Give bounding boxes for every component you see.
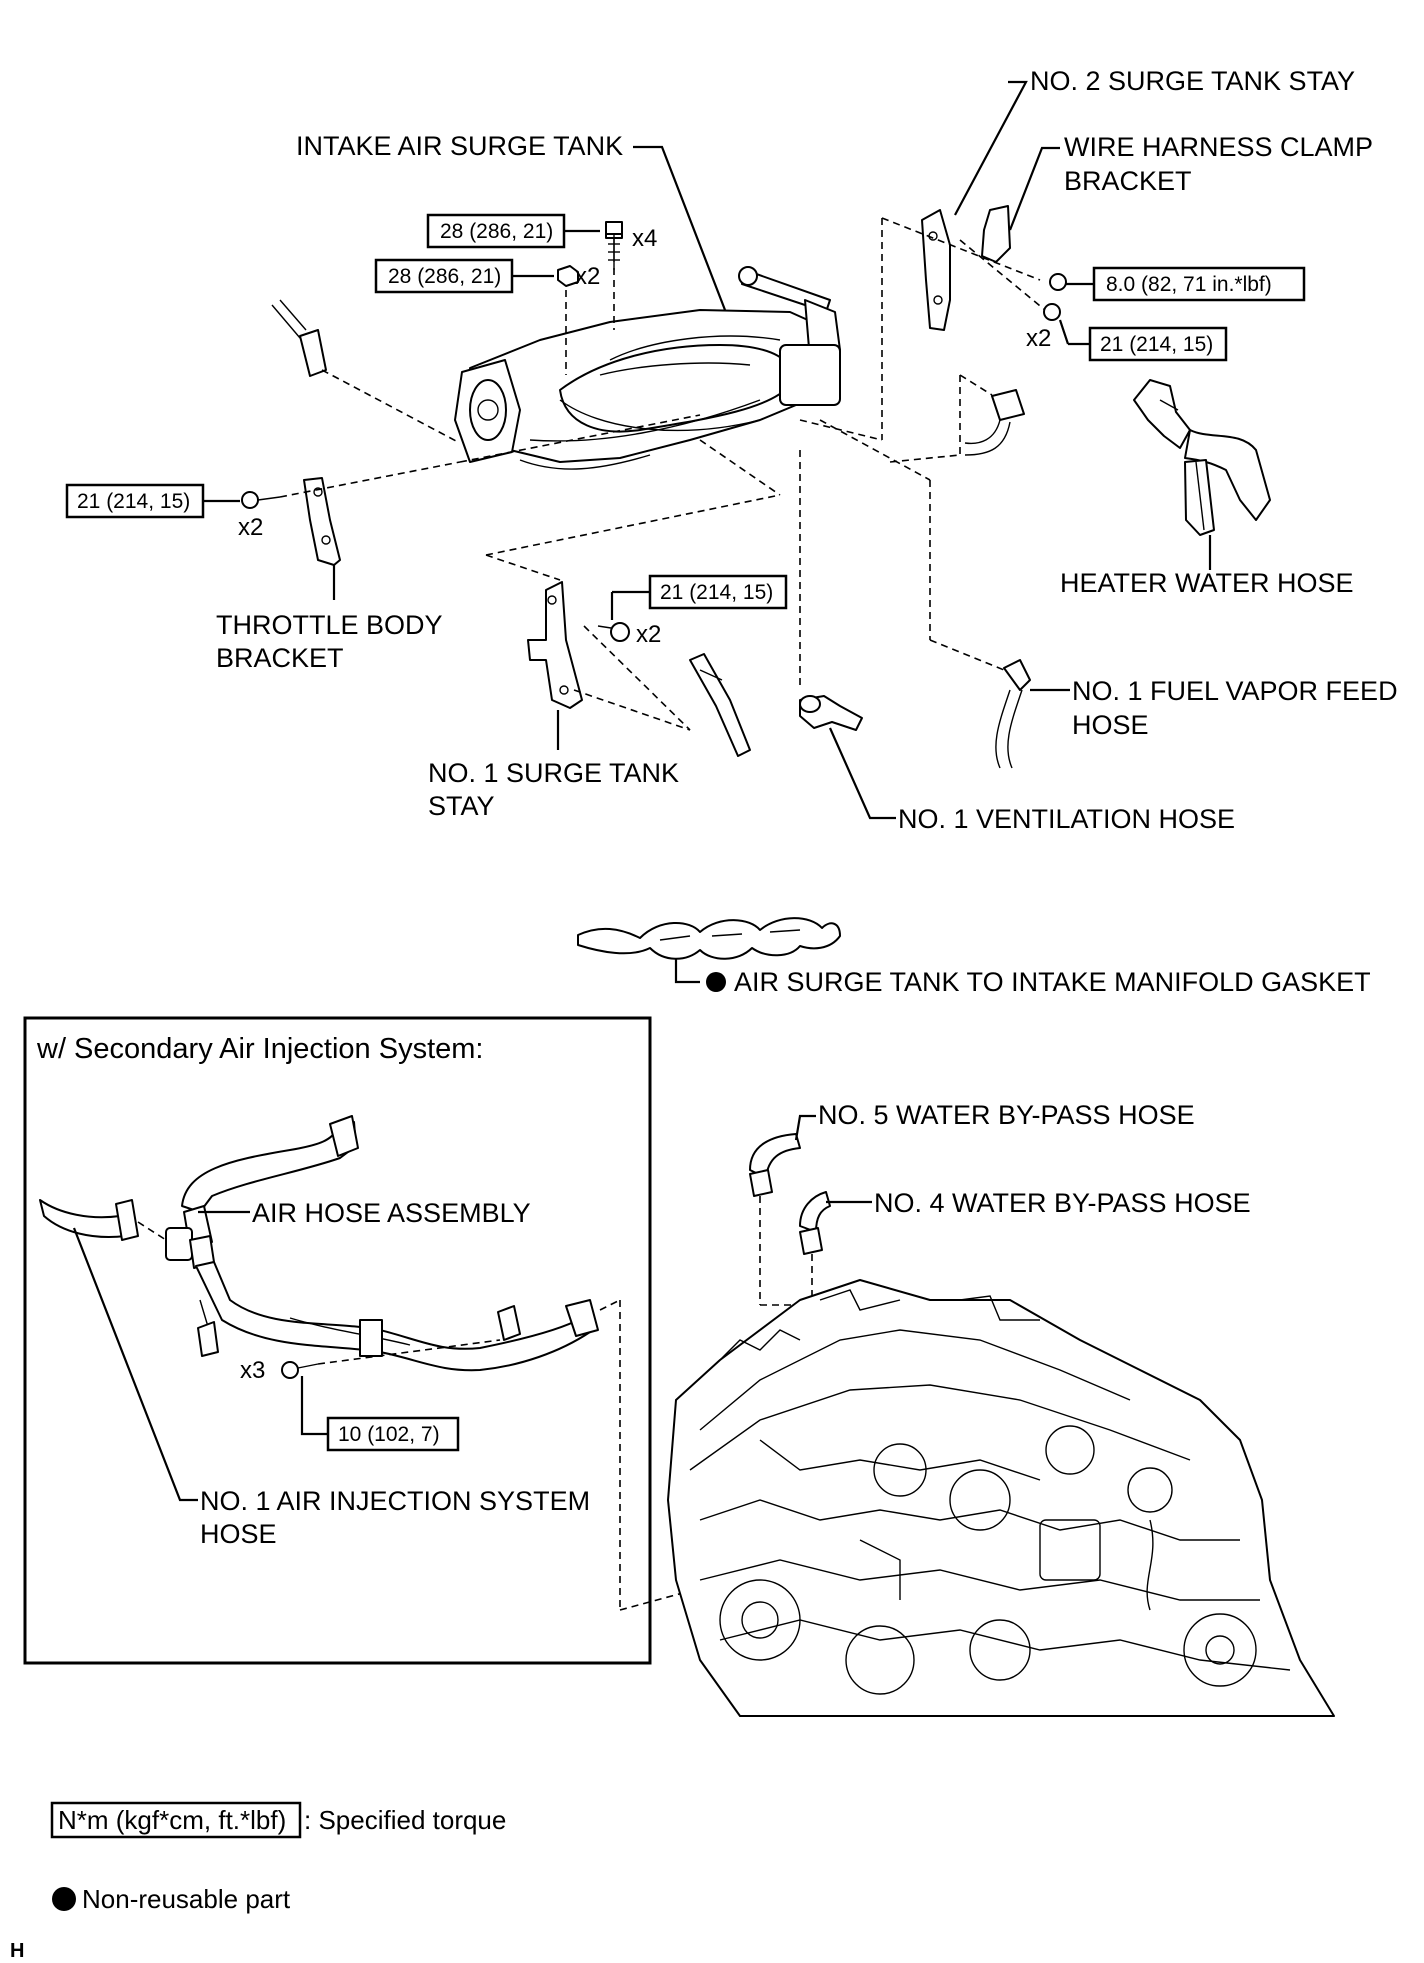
label-throttle-bracket-1: THROTTLE BODY [216,610,443,640]
label-no5-bypass: NO. 5 WATER BY-PASS HOSE [818,1100,1195,1130]
label-no1-stay-2: STAY [428,791,495,821]
engine-block-drawing [667,1279,1335,1717]
label-clamp-bracket-2: BRACKET [1064,166,1192,196]
connector-upper-left [271,299,327,377]
legend-nonreusable-label: Non-reusable part [82,1884,291,1914]
torque-bolt-x4: 28 (286, 21) [440,220,553,243]
label-gasket: AIR SURGE TANK TO INTAKE MANIFOLD GASKET [734,967,1371,997]
qty-throttle: x2 [238,514,263,541]
inset-title: w/ Secondary Air Injection System: [36,1033,483,1065]
no1-stay-drawing [527,581,630,709]
legend-torque-desc: : Specified torque [304,1805,506,1835]
torque-air-hose: 10 (102, 7) [338,1423,440,1446]
connector-right [964,389,1025,456]
clamp-bolt-icon [1049,273,1067,291]
torque-no1-stay: 21 (214, 15) [660,581,773,604]
label-clamp-bracket-1: WIRE HARNESS CLAMP [1064,132,1373,162]
torque-throttle: 21 (214, 15) [77,490,190,513]
qty-no2-stay: x2 [1026,325,1051,352]
bypass-hoses-drawing [749,1133,831,1255]
torque-clamp: 8.0 (82, 71 in.*lbf) [1106,273,1272,296]
label-heater-hose: HEATER WATER HOSE [1060,568,1354,598]
legend-torque-box [50,1801,302,1839]
label-air-hose-assy: AIR HOSE ASSEMBLY [252,1198,531,1228]
heater-hose-drawing [1133,379,1271,536]
no2-stay-drawing [921,205,1011,331]
torque-nut-x2: 28 (286, 21) [388,265,501,288]
inset-frame [23,1016,652,1665]
label-air-inj-hose-1: NO. 1 AIR INJECTION SYSTEM [200,1486,590,1516]
fuel-vapor-hose-drawing [995,659,1031,769]
label-no1-stay-1: NO. 1 SURGE TANK [428,758,679,788]
qty-air-hose: x3 [240,1357,265,1384]
nonreusable-marker-icon [706,972,726,992]
qty-no1-stay: x2 [636,621,661,648]
label-fuel-vapor-2: HOSE [1072,710,1149,740]
legend-nonreusable-icon [52,1887,76,1911]
label-surge-tank: INTAKE AIR SURGE TANK [296,131,623,161]
label-ventilation-hose: NO. 1 VENTILATION HOSE [898,804,1235,834]
qty-nut: x2 [575,263,600,290]
torque-no2-stay: 21 (214, 15) [1100,333,1213,356]
small-hose-center [689,653,751,757]
label-air-inj-hose-2: HOSE [200,1519,277,1549]
label-throttle-bracket-2: BRACKET [216,643,344,673]
stay-bolt-icon [1043,303,1061,321]
label-no2-stay: NO. 2 SURGE TANK STAY [1030,66,1355,96]
bolt-icon [605,221,623,235]
gasket-drawing [577,917,841,960]
qty-bolt: x4 [632,225,657,252]
surge-tank-drawing [454,225,841,470]
footer-code: H [10,1940,24,1962]
throttle-body-bracket-drawing [241,477,341,566]
air-hose-drawing [39,1115,599,1379]
label-fuel-vapor-1: NO. 1 FUEL VAPOR FEED [1072,676,1398,706]
label-no4-bypass: NO. 4 WATER BY-PASS HOSE [874,1188,1251,1218]
ventilation-hose-drawing [799,695,863,731]
legend-torque-label: N*m (kgf*cm, ft.*lbf) [58,1805,286,1835]
